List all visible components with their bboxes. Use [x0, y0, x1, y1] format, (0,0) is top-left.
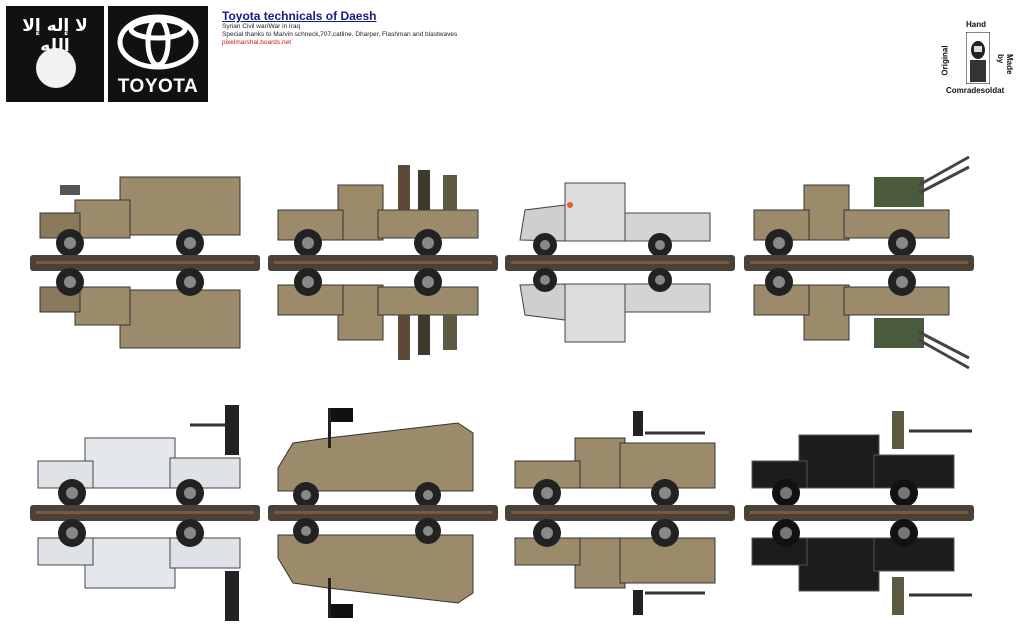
- truck-aa-gun-tan: [744, 155, 974, 375]
- header: Toyota technicals of Daesh Syrian Civil …: [222, 9, 642, 47]
- seal-icon: [36, 48, 76, 88]
- hmg-truck-white-icon: [30, 405, 260, 621]
- aa-gun-truck-icon: [744, 155, 974, 370]
- truck-vbied-grey: [505, 155, 735, 375]
- credit-link[interactable]: pixelmarshal.boards.net: [222, 39, 292, 46]
- truck-hmg-black: [744, 403, 974, 628]
- subtitle: Syrian Civil war/War in Iraq: [222, 23, 301, 30]
- armored-flag-truck-icon: [268, 408, 498, 618]
- signature-top: Hand: [966, 20, 986, 29]
- vbied-truck-icon: [505, 182, 735, 343]
- black-flag: لا إله إلا الله: [6, 6, 104, 102]
- truck-troop-tan: [268, 155, 498, 375]
- armored-truck-icon: [30, 176, 260, 349]
- logo-text: TOYOTA: [117, 76, 199, 97]
- truck-hmg-tan: [505, 403, 735, 628]
- hmg-truck-tan-icon: [505, 411, 735, 615]
- page-title: Toyota technicals of Daesh: [222, 9, 377, 23]
- toyota-emblem-icon: [117, 14, 199, 70]
- signature-left: Original: [940, 45, 950, 76]
- truck-hmg-white: [30, 403, 260, 628]
- troop-truck-icon: [268, 165, 498, 360]
- signature-bottom: Comradesoldat: [946, 86, 1005, 95]
- thanks-text: Special thanks to Marvin schneck,707,cat…: [222, 31, 458, 38]
- truck-armored-flag-tan: [268, 403, 498, 628]
- signature-stamp: Hand Original Made by Comradesoldat: [940, 20, 1016, 98]
- portrait-icon: [966, 32, 990, 84]
- truck-armored-tan: [30, 155, 260, 375]
- toyota-logo: TOYOTA: [108, 6, 208, 102]
- signature-right: Made by: [996, 54, 1014, 75]
- hmg-truck-black-icon: [744, 411, 974, 615]
